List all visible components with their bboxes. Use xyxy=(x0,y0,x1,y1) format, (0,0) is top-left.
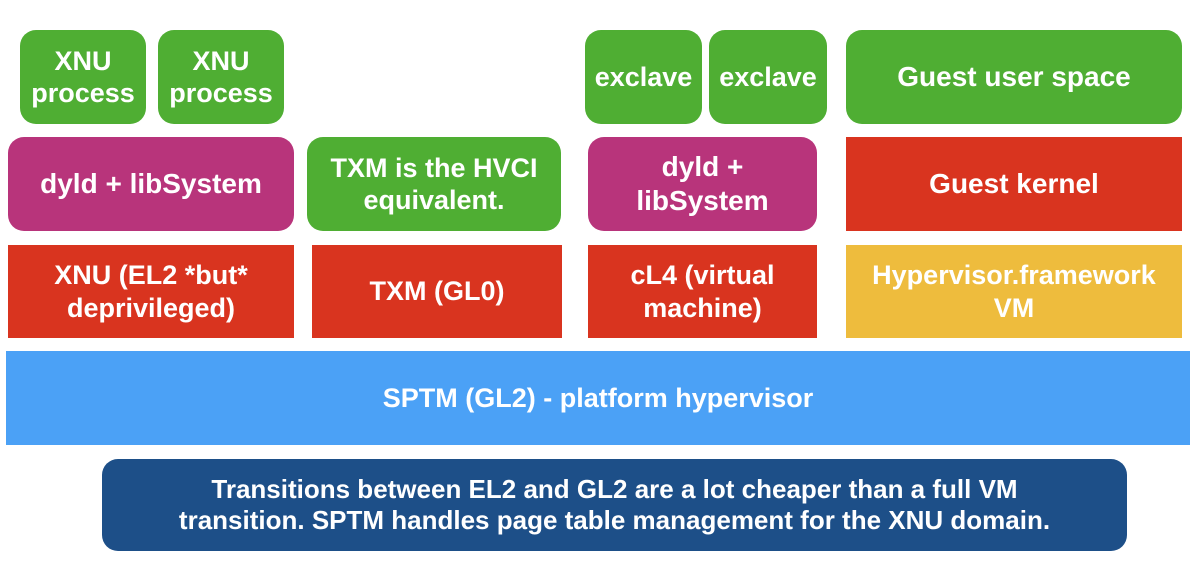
xnu-process-box-1: XNU process xyxy=(20,30,146,124)
hypervisor-framework-vm-box: Hypervisor.framework VM xyxy=(846,245,1182,338)
dyld-libsystem-exclave-box: dyld + libSystem xyxy=(588,137,817,231)
exclave-box-2: exclave xyxy=(709,30,827,124)
txm-gl0-box: TXM (GL0) xyxy=(312,245,562,338)
sptm-hypervisor-bar: SPTM (GL2) - platform hypervisor xyxy=(6,351,1190,445)
cl4-vm-box: cL4 (virtual machine) xyxy=(588,245,817,338)
txm-hvci-note-box: TXM is the HVCI equivalent. xyxy=(307,137,561,231)
guest-user-space-box: Guest user space xyxy=(846,30,1182,124)
xnu-el2-box: XNU (EL2 *but* deprivileged) xyxy=(8,245,294,338)
exclave-box-1: exclave xyxy=(585,30,702,124)
dyld-libsystem-xnu-box: dyld + libSystem xyxy=(8,137,294,231)
transition-note-box: Transitions between EL2 and GL2 are a lo… xyxy=(102,459,1127,551)
xnu-process-box-2: XNU process xyxy=(158,30,284,124)
guest-kernel-box: Guest kernel xyxy=(846,137,1182,231)
